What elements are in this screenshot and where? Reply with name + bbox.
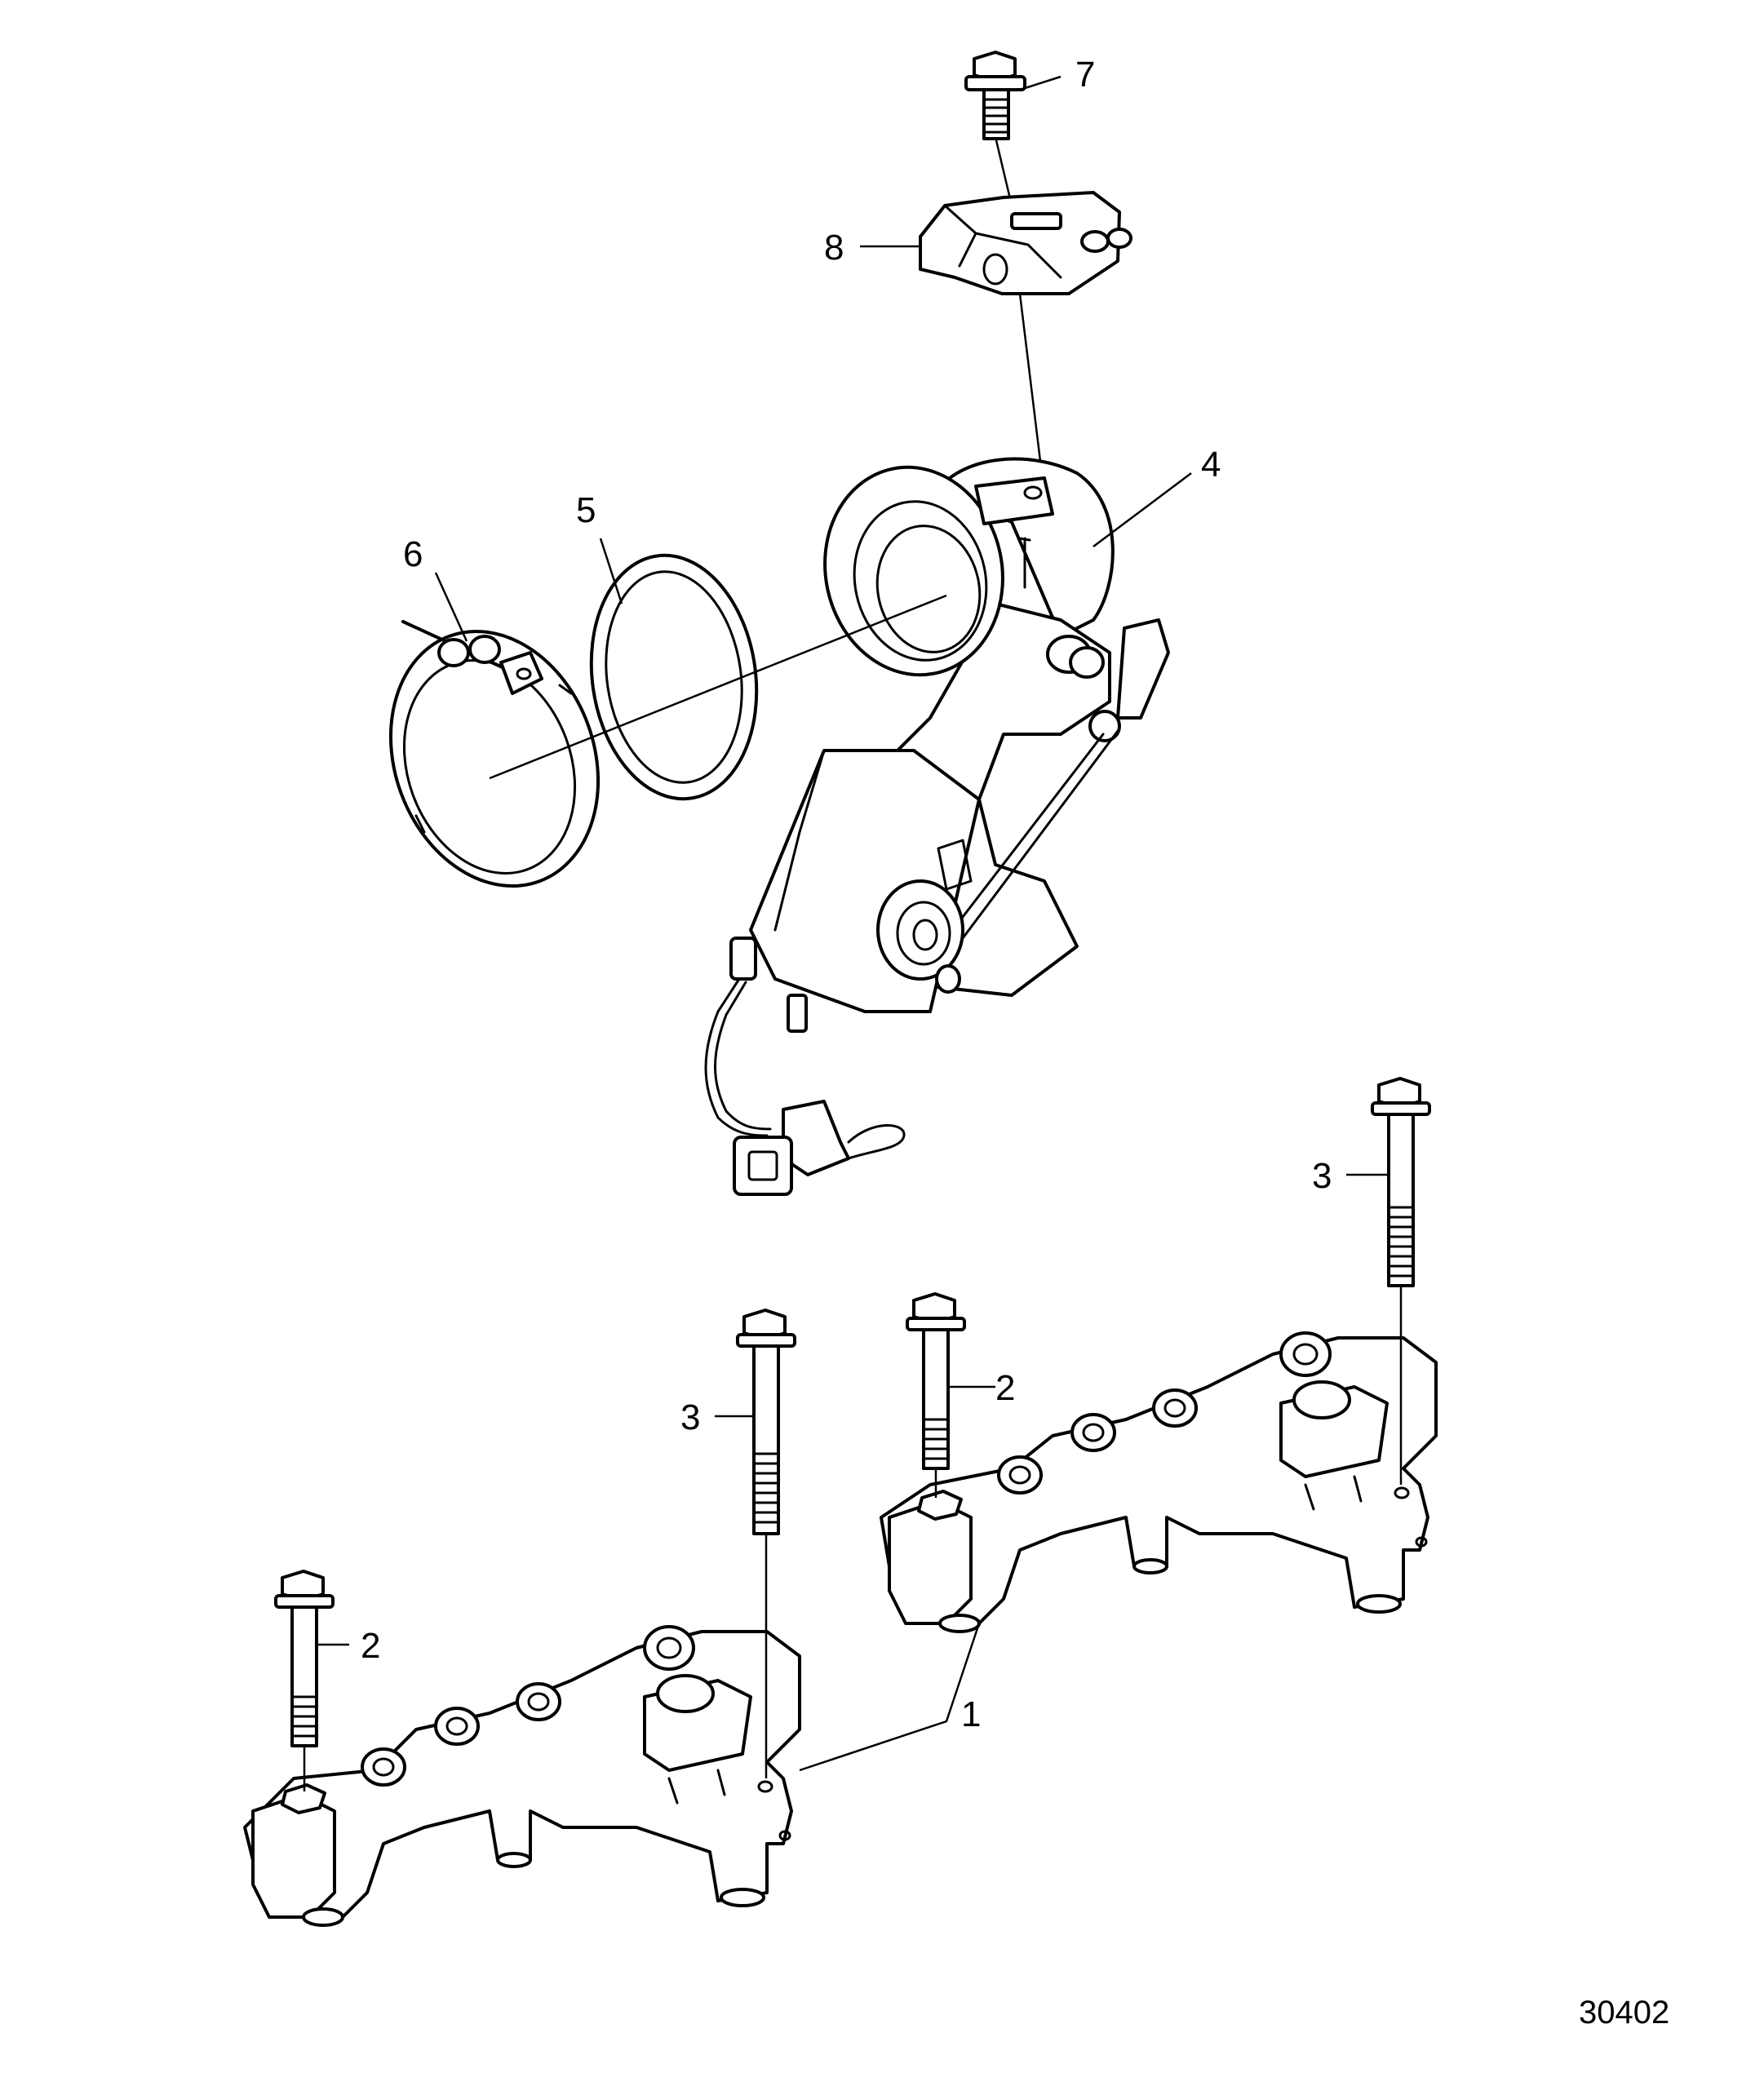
assembly-axis-8	[1018, 293, 1044, 482]
leader-1	[799, 1623, 981, 1772]
assembly-axis-clamp	[489, 594, 947, 780]
bolt-3-left	[736, 1309, 796, 1535]
callout-3-left: 3	[680, 1397, 700, 1437]
callout-4: 4	[1201, 445, 1221, 485]
manifold-1-right	[880, 1331, 1438, 1633]
wiring-harness	[704, 977, 906, 1196]
manifold-1-left	[243, 1625, 801, 1927]
leader-6	[434, 572, 468, 642]
figure-id: 30402	[1579, 1995, 1669, 2030]
leader-5	[599, 538, 623, 604]
clamp-6	[388, 620, 601, 888]
assembly-axis-7	[995, 140, 1013, 206]
callout-2-left: 2	[361, 1626, 380, 1666]
callout-2-right: 2	[995, 1368, 1015, 1408]
valve-housing-4	[729, 457, 1170, 1033]
callout-7: 7	[1075, 55, 1095, 95]
bolt-2-right	[906, 1292, 966, 1470]
callout-6: 6	[403, 534, 423, 574]
bolt-3-right	[1371, 1077, 1431, 1287]
gasket-5	[589, 553, 759, 801]
bolt-2-left	[274, 1570, 335, 1747]
callout-5: 5	[576, 490, 596, 530]
leader-7	[1019, 75, 1062, 91]
leader-4	[1093, 472, 1192, 547]
callout-1: 1	[961, 1694, 981, 1734]
callout-8: 8	[824, 228, 844, 268]
bracket-8	[919, 191, 1132, 295]
bolt-7	[964, 51, 1026, 140]
callout-3-right: 3	[1312, 1156, 1332, 1196]
